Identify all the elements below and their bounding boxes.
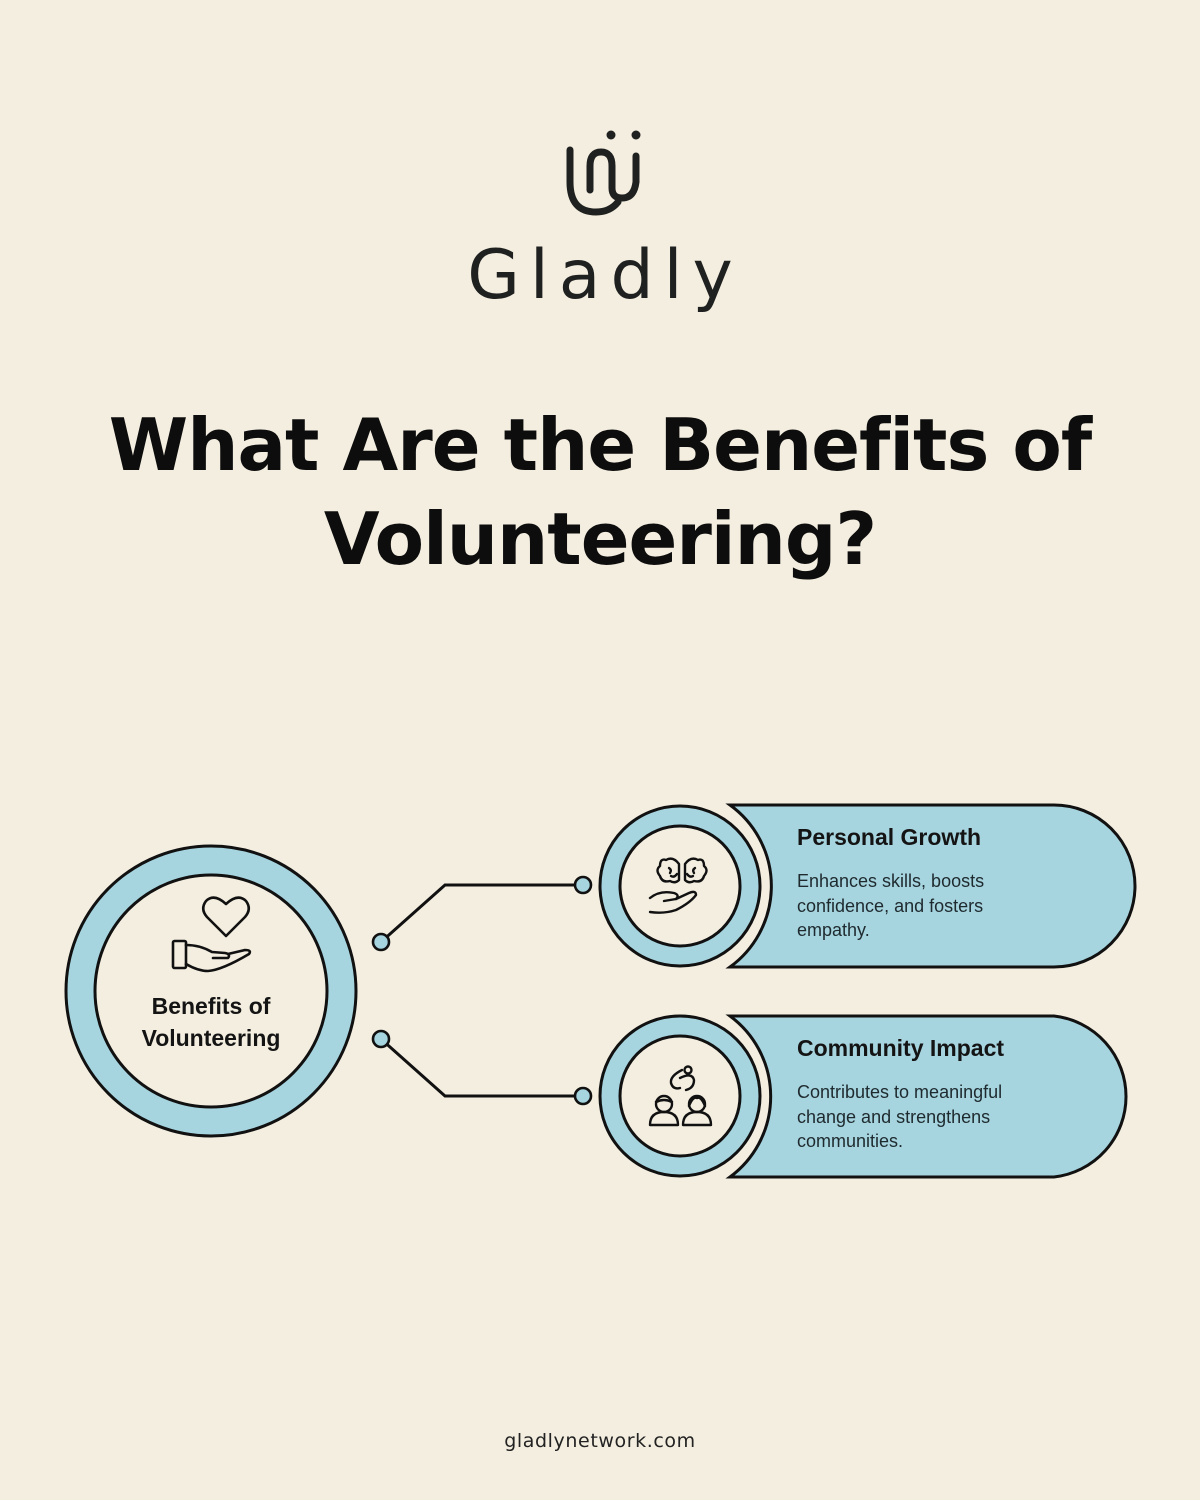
connector-bottom	[371, 1029, 593, 1106]
brain-in-hand-icon	[648, 857, 708, 914]
branch-title: Personal Growth	[797, 824, 982, 850]
heart-in-hand-icon	[171, 896, 252, 973]
community-people-icon	[648, 1065, 713, 1127]
branch-title: Community Impact	[797, 1035, 1005, 1061]
branch-description: Contributes to meaningful change and str…	[797, 1082, 1003, 1151]
benefits-diagram	[64, 803, 1137, 1179]
center-label-line-2: Volunteering	[141, 1025, 281, 1051]
branch-text-personal-growth: Personal Growth Enhances skills, boosts …	[797, 823, 1097, 943]
brand-name: Gladly	[467, 236, 743, 315]
branch-text-community-impact: Community Impact Contributes to meaningf…	[797, 1034, 1097, 1154]
title-line-2: Volunteering?	[323, 497, 877, 581]
center-node-label: Benefits of Volunteering	[100, 990, 322, 1054]
page-title: What Are the Benefits of Volunteering?	[100, 398, 1100, 586]
footer-url[interactable]: gladlynetwork.com	[504, 1430, 696, 1452]
title-line-1: What Are the Benefits of	[108, 403, 1092, 487]
connector-top	[371, 875, 593, 952]
branch-card-personal-growth	[598, 803, 1137, 969]
center-node	[64, 844, 358, 1138]
center-label-line-1: Benefits of	[151, 993, 271, 1019]
gladly-logo-icon	[566, 130, 641, 216]
branch-description: Enhances skills, boosts confidence, and …	[797, 871, 985, 940]
branch-card-community-impact	[598, 1014, 1128, 1179]
